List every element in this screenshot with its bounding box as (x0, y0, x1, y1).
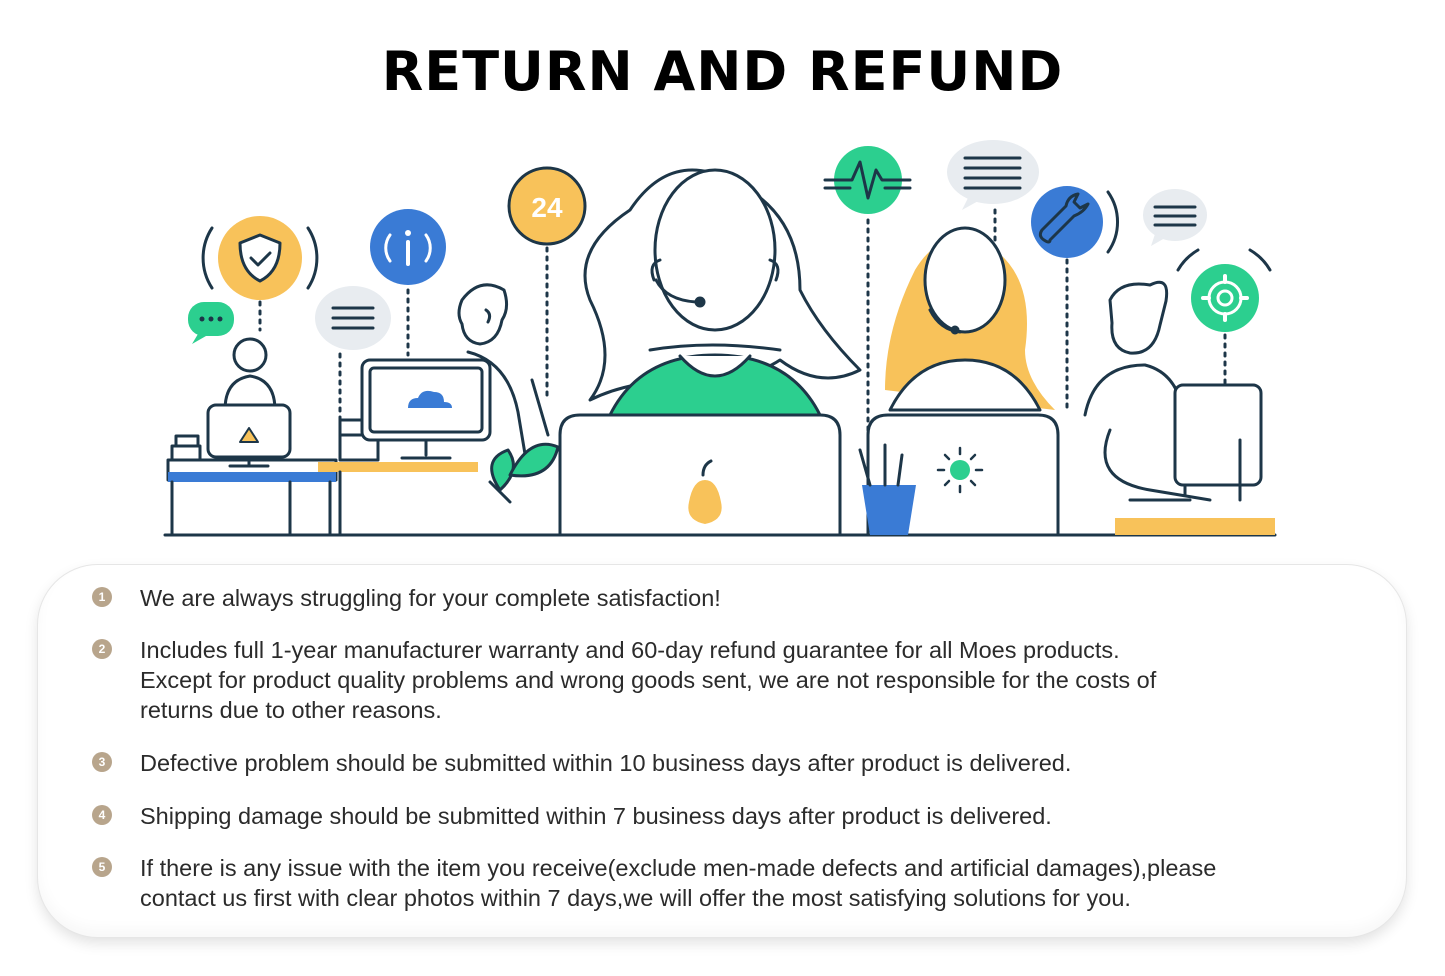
gear-icon (1176, 248, 1272, 387)
number-badge: 5 (92, 857, 112, 877)
person-woman-center (583, 168, 862, 417)
list-item-text: If there is any issue with the item you … (140, 855, 1217, 911)
number-badge: 3 (92, 752, 112, 772)
left-monitor (206, 403, 292, 468)
pencil-cup-icon (858, 443, 916, 535)
list-item-text: Defective problem should be submitted wi… (140, 750, 1072, 776)
wrench-icon (1031, 186, 1119, 412)
plant-icon (488, 442, 560, 504)
person-small-left (223, 337, 277, 412)
right-desk (1115, 383, 1275, 535)
number-badge: 1 (92, 587, 112, 607)
left-desk (166, 434, 338, 537)
chat-bubble-icon (188, 302, 234, 344)
number-badge: 2 (92, 639, 112, 659)
list-item-text: We are always struggling for your comple… (140, 585, 721, 611)
number-badge: 4 (92, 805, 112, 825)
24-hours-icon: 24 (507, 166, 587, 402)
customer-support-illustration: 24 (163, 140, 1277, 537)
middle-left-desk (318, 358, 492, 537)
heartbeat-icon (823, 146, 912, 432)
shield-icon (201, 216, 319, 332)
svg-text:24: 24 (531, 192, 563, 223)
person-woman-right (885, 226, 1055, 412)
list-item-text: Includes full 1-year manufacturer warran… (140, 637, 1157, 723)
info-icon (370, 209, 446, 357)
person-man-left (457, 283, 550, 462)
list-item-text: Shipping damage should be submitted with… (140, 803, 1052, 829)
person-man-right (1083, 280, 1212, 502)
page-title: RETURN AND REFUND (381, 40, 1064, 103)
right-laptop (866, 413, 1060, 537)
policy-card (38, 565, 1406, 937)
message-bubble-icon (1143, 189, 1207, 246)
center-laptop (558, 413, 842, 537)
